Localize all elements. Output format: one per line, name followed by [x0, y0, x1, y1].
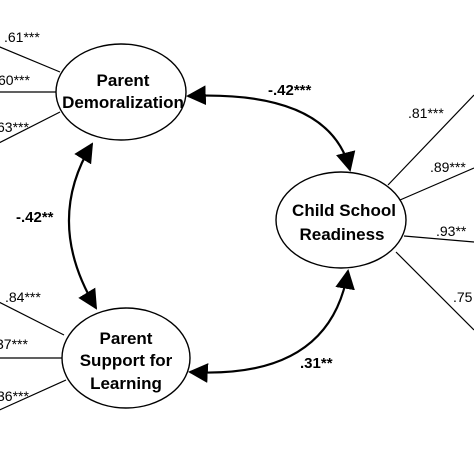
node-label-support-for: Support for	[80, 351, 173, 370]
indicator-line	[0, 301, 65, 336]
indicator-lines-support	[0, 301, 67, 411]
indicator-lines-demoralization	[0, 46, 61, 144]
indicator-line	[387, 94, 474, 186]
node-label-child-school: Child School	[292, 201, 396, 220]
node-child-school-readiness	[275, 171, 407, 269]
indicator-line	[395, 251, 474, 331]
loading-label: .84***	[5, 289, 41, 305]
correlation-arrow-demoralization-support	[67, 142, 98, 310]
loading-label: .61***	[4, 29, 40, 45]
correlation-label-demoralization-readiness: -.42***	[268, 82, 312, 99]
loading-label: 60***	[0, 72, 30, 88]
indicator-line	[399, 167, 474, 201]
correlation-arrow-demoralization-readiness	[186, 85, 356, 172]
correlation-arrow-support-readiness	[188, 269, 355, 383]
loading-label: .89***	[430, 159, 466, 175]
loading-label: 36***	[0, 388, 29, 404]
node-label-parent: Parent	[97, 71, 150, 90]
loading-label: .93**	[436, 223, 467, 239]
loading-label: .81***	[408, 105, 444, 121]
indicator-line	[0, 111, 61, 144]
loading-label: 37***	[0, 336, 28, 352]
loading-label: 63***	[0, 119, 29, 135]
node-label-learning: Learning	[90, 374, 162, 393]
indicator-lines-readiness	[387, 94, 474, 331]
indicator-line	[0, 46, 61, 73]
loading-label: .75	[453, 289, 473, 305]
node-label-parent: Parent	[100, 329, 153, 348]
correlation-label-support-readiness: .31**	[300, 355, 333, 372]
indicator-line	[403, 235, 474, 243]
node-parent-demoralization	[55, 43, 187, 141]
indicator-line	[0, 379, 67, 411]
node-label-readiness: Readiness	[299, 225, 384, 244]
correlation-label-demoralization-support: -.42**	[16, 209, 54, 226]
node-label-demoralization: Demoralization	[62, 93, 184, 112]
